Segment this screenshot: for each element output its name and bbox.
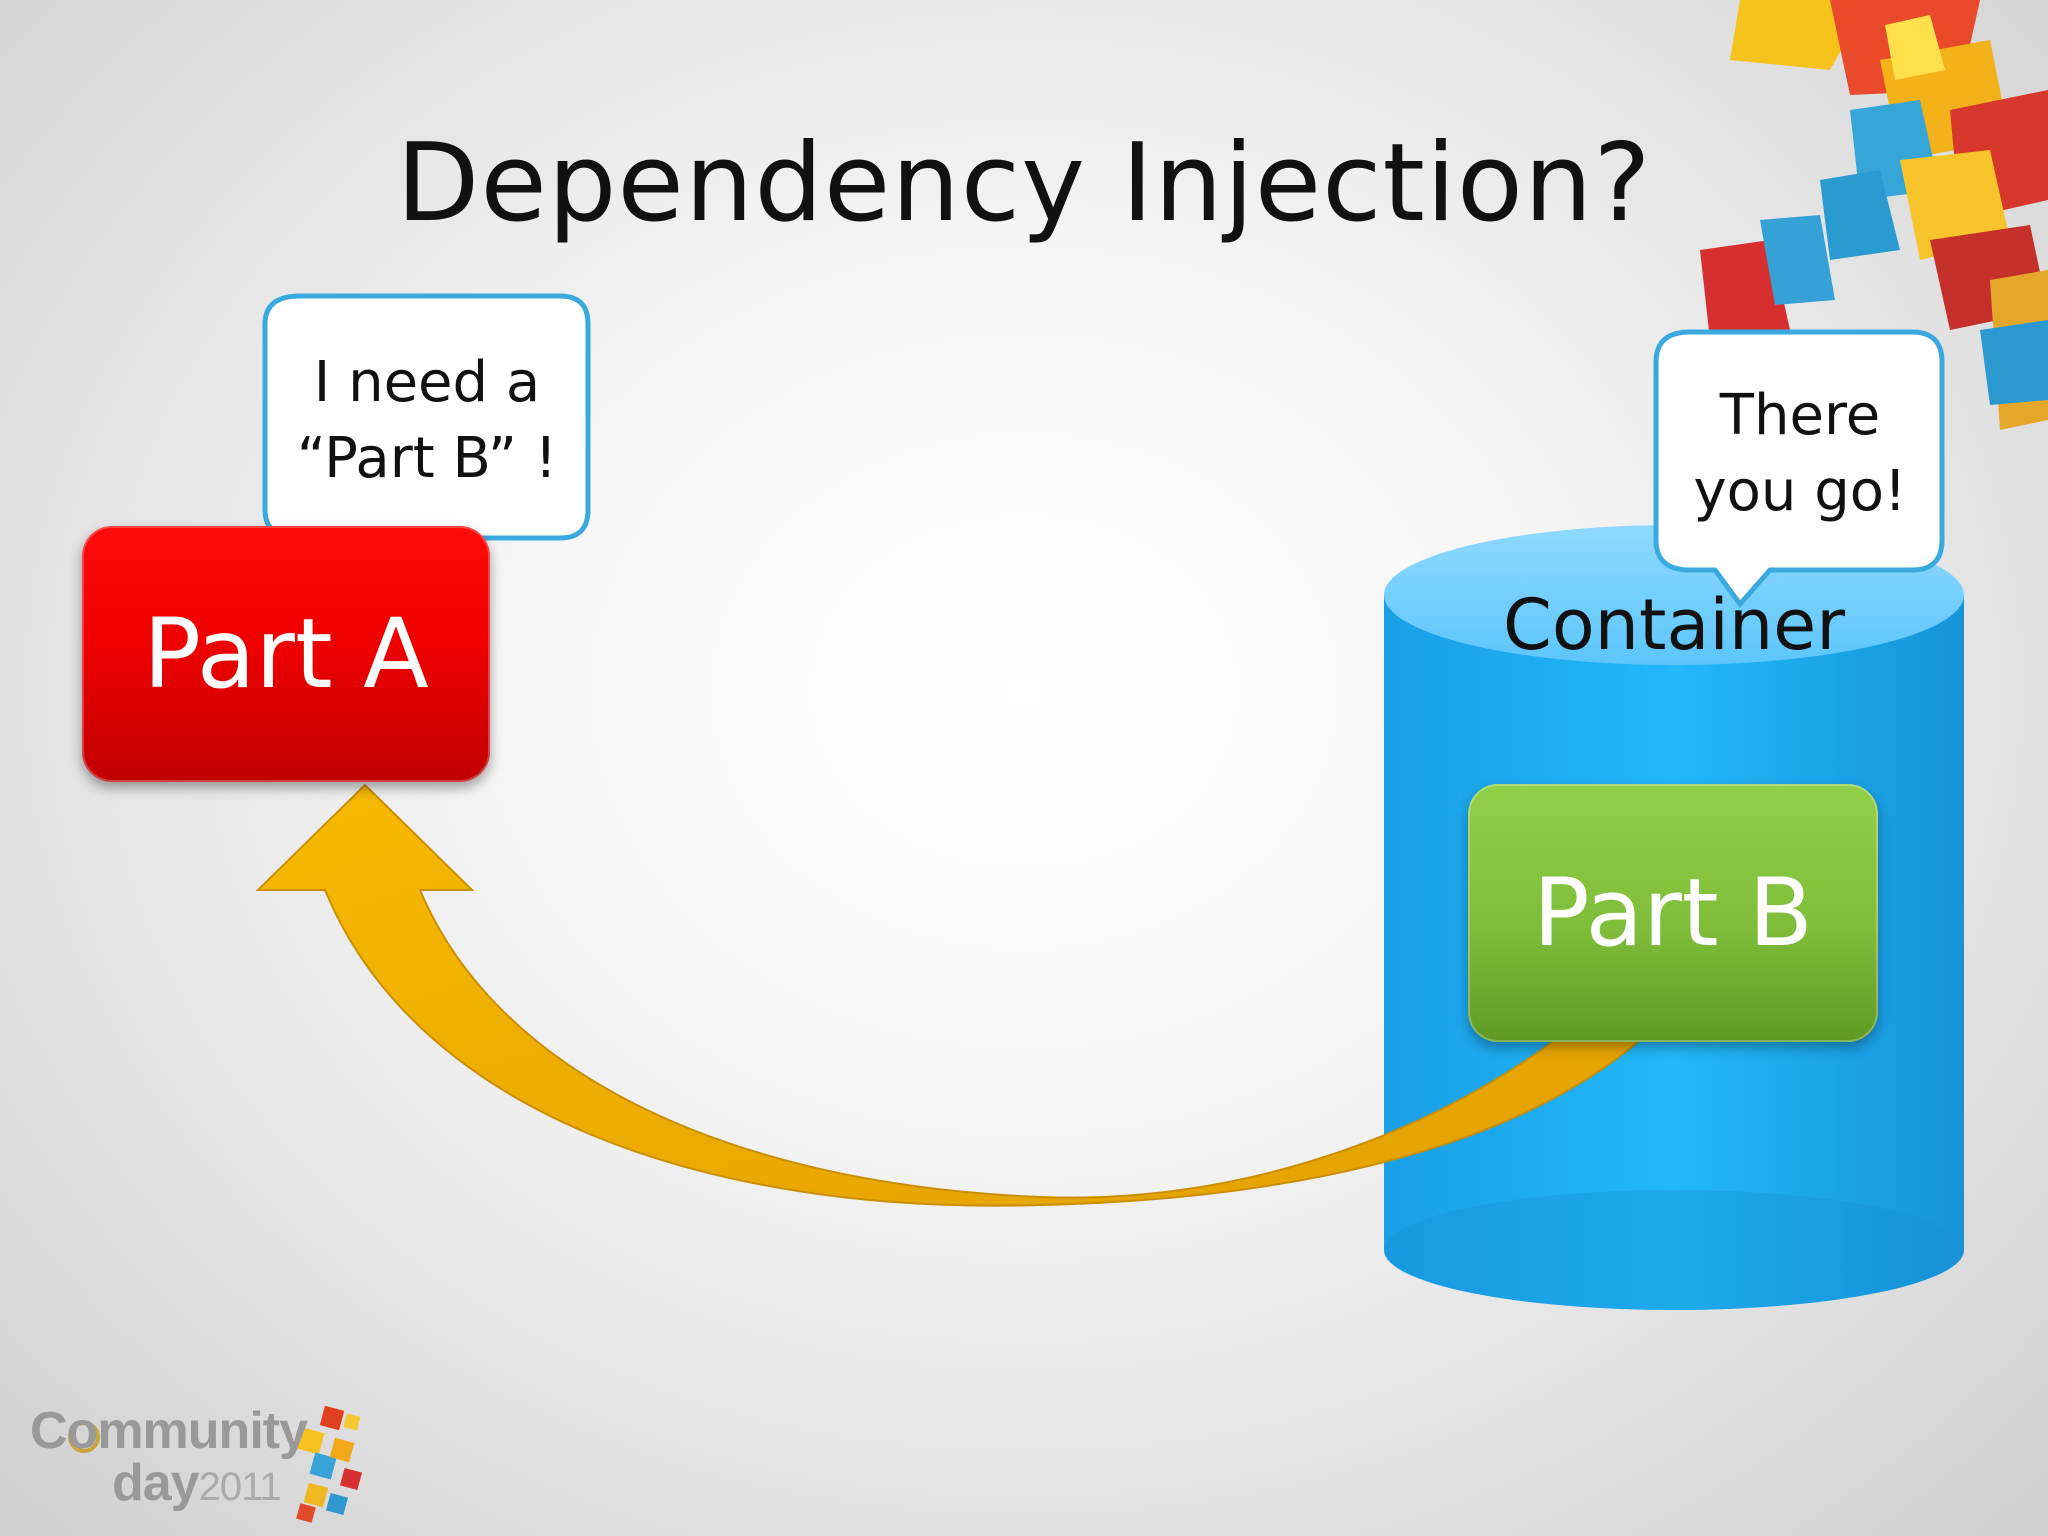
- response-bubble-line1: There: [1719, 383, 1881, 448]
- part-a-label: Part A: [143, 598, 429, 710]
- response-speech-bubble: [1653, 329, 1945, 608]
- logo-line2: day: [112, 1454, 200, 1512]
- community-day-logo-graphic: [68, 1405, 363, 1523]
- logo-year: 2011: [198, 1465, 282, 1509]
- request-bubble-line1: I need a: [313, 350, 541, 415]
- part-a-box: Part A: [82, 526, 490, 782]
- request-bubble-text: I need a “Part B” !: [268, 345, 586, 497]
- logo-line2-wrapper: day2011: [30, 1457, 307, 1513]
- community-day-logo: Community day2011: [30, 1402, 308, 1513]
- slide-title: Dependency Injection?: [396, 121, 1652, 246]
- response-bubble-text: There you go!: [1660, 378, 1940, 530]
- decorative-cubes-graphic: [1700, 0, 2048, 430]
- response-bubble-line2: you go!: [1693, 459, 1907, 524]
- part-b-box: Part B: [1468, 784, 1878, 1042]
- dependency-arrow: [255, 783, 1643, 1207]
- logo-line1: Community: [30, 1402, 308, 1460]
- request-bubble-line2: “Part B” !: [296, 426, 558, 491]
- part-b-label: Part B: [1533, 858, 1813, 968]
- container-label: Container: [1502, 584, 1846, 666]
